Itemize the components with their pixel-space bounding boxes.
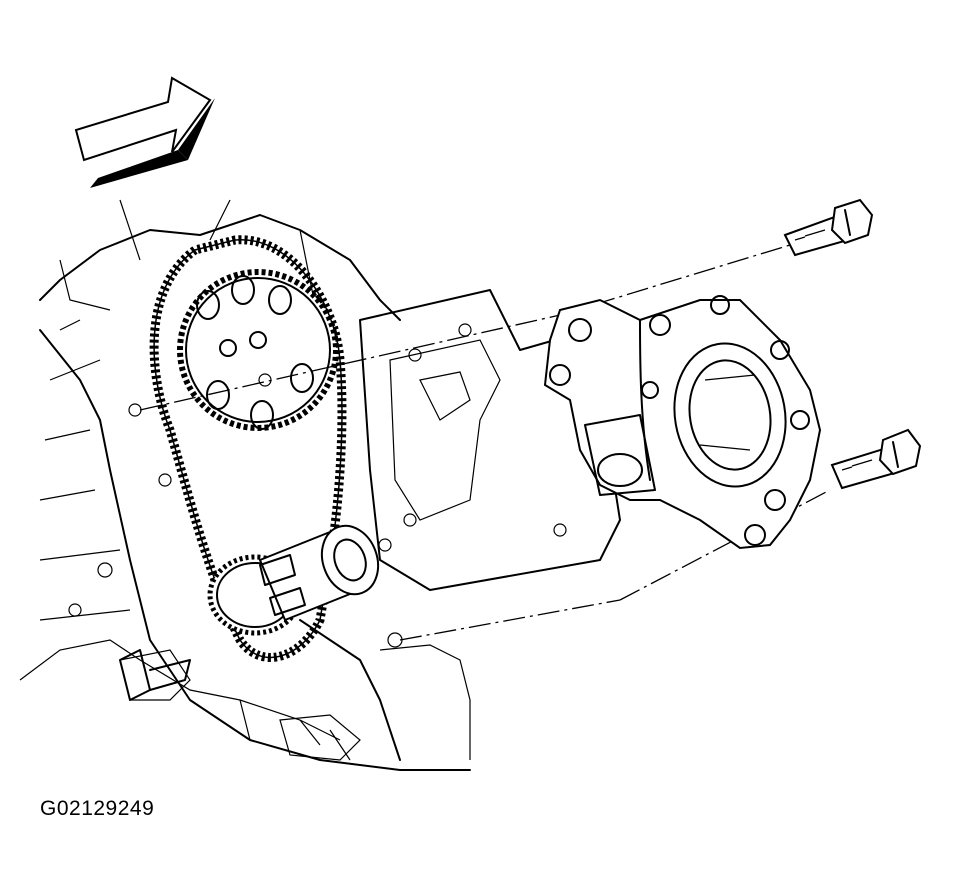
figure-id-label: G02129249 <box>40 797 155 820</box>
lower-bolt <box>830 428 922 490</box>
crankshaft-collar <box>258 524 380 622</box>
upper-bolt <box>783 198 874 257</box>
lower-fittings <box>119 649 351 761</box>
direction-arrow-icon <box>74 76 215 188</box>
camshaft-sprocket <box>177 269 339 431</box>
oil-pump <box>543 295 822 550</box>
gasket <box>359 289 621 591</box>
